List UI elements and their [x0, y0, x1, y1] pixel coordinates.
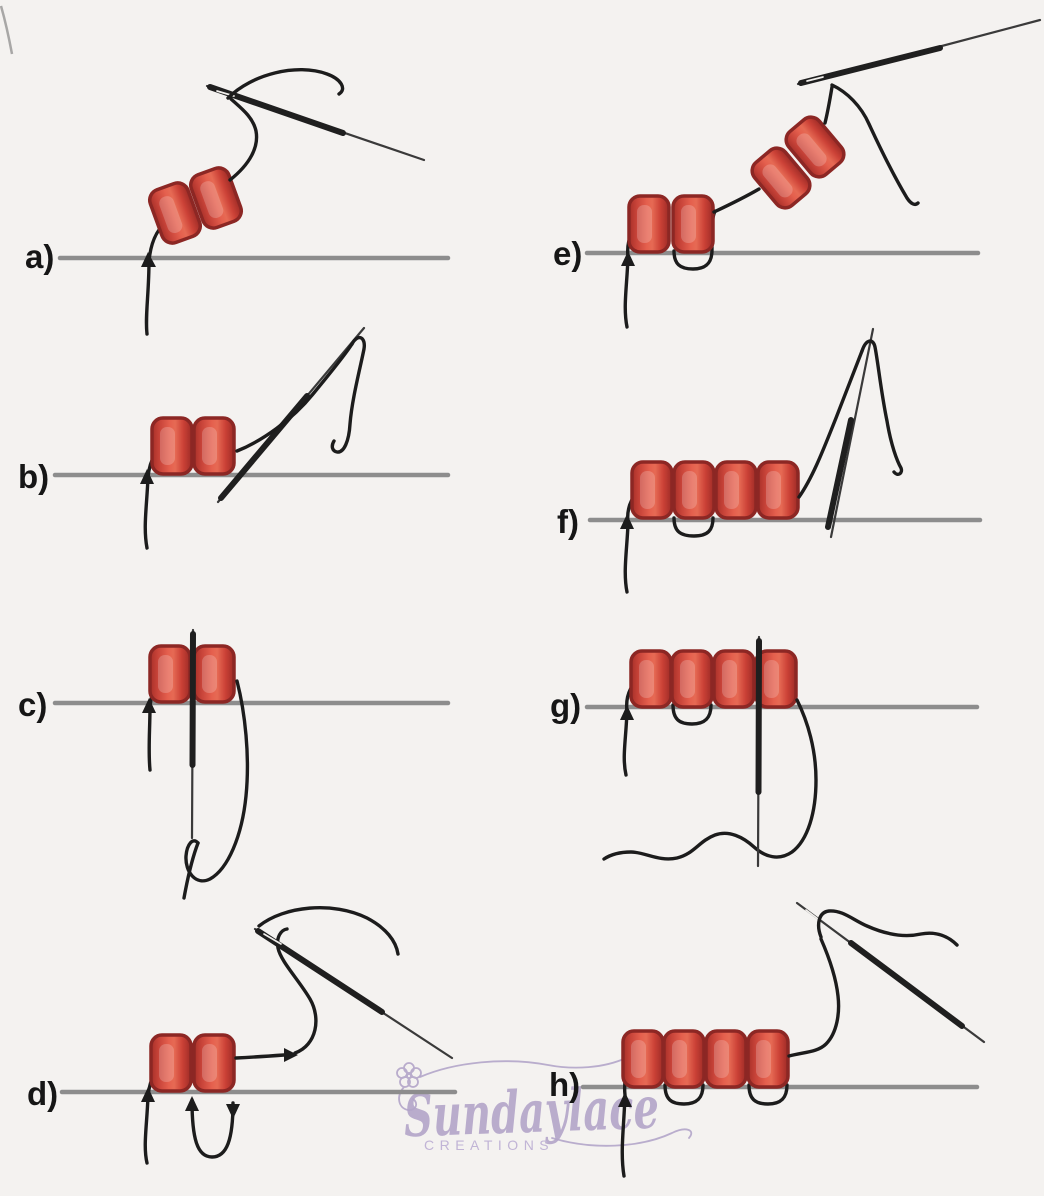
panel-label: a) [25, 238, 54, 275]
thread [823, 85, 834, 125]
thread-tail-through-eye [830, 83, 920, 207]
thread [712, 187, 761, 214]
panel-c: c) [18, 628, 451, 900]
panel-d: d) [27, 906, 458, 1165]
bead [149, 1033, 193, 1093]
needle [755, 638, 762, 795]
arrow-up-icon [142, 698, 156, 713]
needle-eye [805, 909, 819, 920]
needle-eye [263, 933, 282, 945]
thread-tail-end [182, 841, 200, 900]
panel-label: f) [557, 503, 579, 540]
bead [756, 460, 800, 520]
panel-e: e) [553, 18, 1042, 329]
panel-a: a) [25, 68, 451, 336]
bead [192, 644, 236, 704]
panel-g: g) [550, 635, 980, 868]
thread-loop [184, 679, 250, 883]
thread-loop [747, 1083, 789, 1106]
thread [228, 97, 259, 182]
thread-loop-tail [602, 698, 818, 861]
watermark-flower-icon [396, 1062, 422, 1111]
thread-s-curve [787, 937, 841, 1058]
watermark-flourish-top [419, 1055, 637, 1078]
arrow-up-icon [620, 705, 634, 720]
panel-h: h) [549, 901, 986, 1178]
bead [192, 416, 236, 476]
needle [218, 393, 310, 501]
arrow-up-icon [621, 251, 635, 266]
thread-tail-through-eye [816, 909, 959, 947]
bead [670, 649, 714, 709]
panel-label: b) [18, 458, 49, 495]
panel-label: g) [550, 687, 581, 724]
bead [629, 649, 673, 709]
thread-tail-through-eye [257, 906, 400, 956]
arrow-up-icon [141, 252, 156, 267]
bead [712, 649, 756, 709]
arrow-up-icon [185, 1096, 199, 1111]
bead [671, 194, 715, 254]
arrow-right-icon [284, 1048, 298, 1062]
thread [234, 1053, 286, 1060]
thread-loop [663, 1083, 705, 1106]
panel-label: d) [27, 1075, 58, 1112]
bead [148, 644, 192, 704]
panel-label: c) [18, 686, 47, 723]
arrow-up-icon [620, 514, 634, 529]
thread-tail-over-needle [330, 335, 367, 454]
panel-label: h) [549, 1066, 580, 1103]
arrow-down-icon [226, 1104, 240, 1119]
thread [797, 349, 864, 499]
thread-loop [671, 703, 713, 726]
needle [189, 631, 196, 768]
panel-label: e) [553, 235, 582, 272]
bead [754, 649, 798, 709]
needle [825, 417, 854, 530]
bead [746, 1029, 790, 1089]
needle [848, 940, 965, 1029]
bead [192, 1033, 236, 1093]
panel-f: f) [557, 327, 983, 594]
bead [662, 1029, 706, 1089]
bead [630, 460, 674, 520]
thread-loop [672, 516, 715, 538]
watermark-subtitle: CREATIONS [424, 1137, 554, 1153]
photo-corner-mark [0, 5, 14, 55]
bead [704, 1029, 748, 1089]
bead [627, 194, 671, 254]
panel-b: b) [18, 326, 451, 550]
thread-tail-over-needle [860, 339, 904, 476]
watermark-flourish-bottom [551, 1128, 693, 1147]
needle [829, 327, 875, 539]
needle-eye [806, 76, 824, 82]
thread-tail-through-eye [226, 68, 345, 100]
arrow-up-icon [141, 1087, 155, 1102]
thread-s-curve [275, 927, 318, 1055]
thread [235, 342, 354, 453]
bead [714, 460, 758, 520]
needle [798, 45, 943, 86]
bead [150, 416, 194, 476]
arrow-up-icon [618, 1092, 632, 1107]
thread-u-loop [190, 1098, 235, 1159]
arrow-up-icon [140, 469, 154, 484]
bead [621, 1029, 665, 1089]
bead [672, 460, 716, 520]
needle [255, 928, 385, 1015]
